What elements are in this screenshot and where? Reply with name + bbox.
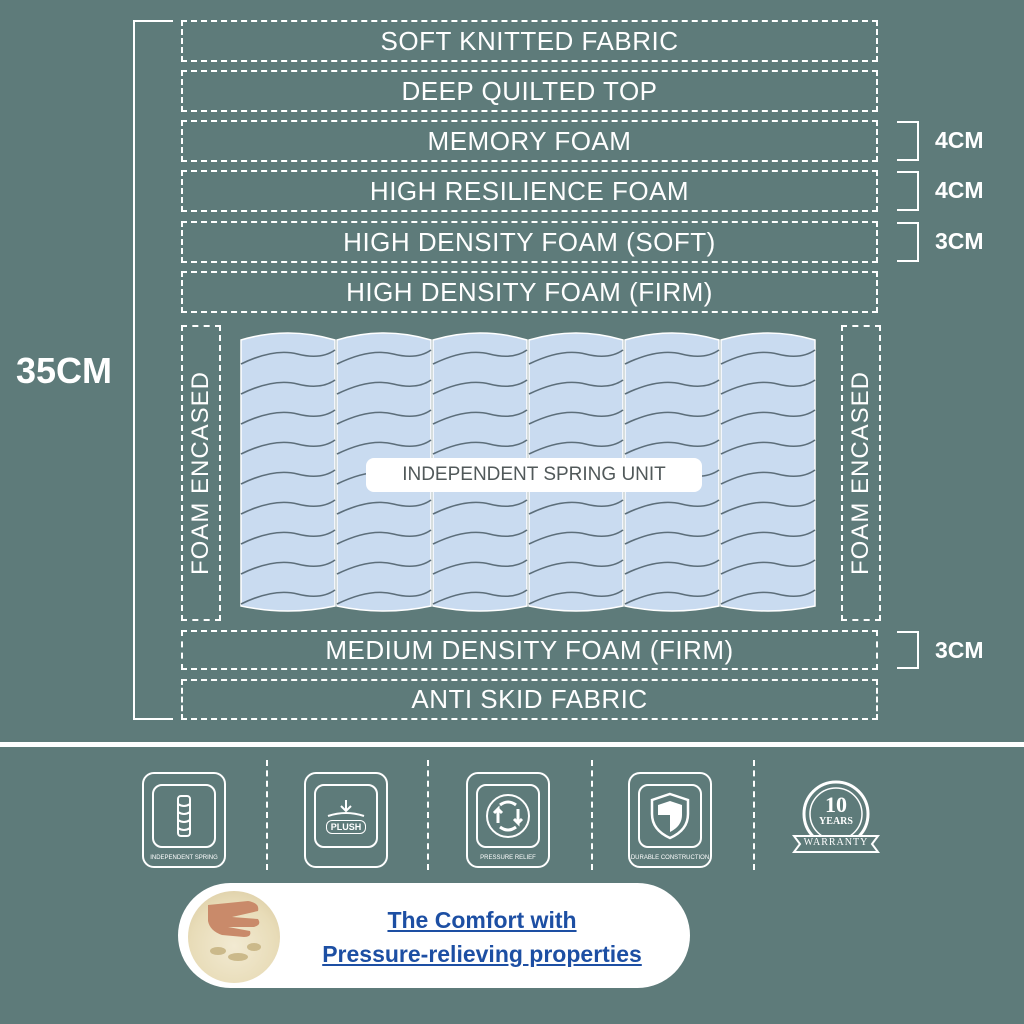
thickness-label: 4CM: [935, 177, 984, 203]
spring-icon: [152, 784, 216, 848]
feature-warranty: 10 YEARS WARRANTY: [792, 772, 880, 868]
layer-soft-knitted-fabric: SOFT KNITTED FABRIC: [181, 20, 878, 62]
thickness-bracket: [897, 171, 919, 211]
feature-separator: [266, 760, 268, 870]
tagline-text: The Comfort with Pressure-relieving prop…: [282, 903, 682, 971]
shield-icon: [638, 784, 702, 848]
section-divider: [0, 742, 1024, 747]
warranty-badge-icon: [792, 780, 880, 853]
feature-pressure-relief: PRESSURE RELIEF: [466, 772, 550, 868]
total-height-label: 35CM: [16, 350, 113, 391]
foam-encased-label: FOAM ENCASED: [187, 370, 214, 576]
total-height-bracket: [133, 20, 173, 720]
foam-encased-label: FOAM ENCASED: [847, 370, 874, 576]
layer-medium-density-foam-firm: MEDIUM DENSITY FOAM (FIRM): [181, 630, 878, 670]
spring-column: [240, 332, 336, 612]
feature-separator: [591, 760, 593, 870]
foam-encased-left: FOAM ENCASED: [181, 325, 221, 621]
pressure-relief-icon: [476, 784, 540, 848]
memory-foam-hand-image: [188, 891, 280, 983]
warranty-years: 10: [825, 792, 847, 817]
feature-durable-construction: DURABLE CONSTRUCTION: [628, 772, 712, 868]
feature-separator: [427, 760, 429, 870]
feature-separator: [753, 760, 755, 870]
plush-text: PLUSH: [325, 820, 367, 834]
thickness-label: 3CM: [935, 228, 984, 254]
spring-unit-label: INDEPENDENT SPRING UNIT: [366, 458, 702, 492]
layer-anti-skid-fabric: ANTI SKID FABRIC: [181, 679, 878, 720]
thickness-label: 3CM: [935, 637, 984, 663]
layer-high-density-foam-soft: HIGH DENSITY FOAM (SOFT): [181, 221, 878, 263]
layer-memory-foam: MEMORY FOAM: [181, 120, 878, 162]
tagline-line2: Pressure-relieving properties: [322, 941, 642, 967]
thickness-bracket: [897, 222, 919, 262]
layer-high-resilience-foam: HIGH RESILIENCE FOAM: [181, 170, 878, 212]
foam-encased-right: FOAM ENCASED: [841, 325, 881, 621]
feature-caption: PRESSURE RELIEF: [480, 855, 536, 861]
warranty-years-word: YEARS: [819, 816, 853, 827]
tagline-banner: The Comfort with Pressure-relieving prop…: [178, 883, 690, 988]
thickness-bracket: [897, 631, 919, 669]
layer-deep-quilted-top: DEEP QUILTED TOP: [181, 70, 878, 112]
feature-independent-spring: INDEPENDENT SPRING: [142, 772, 226, 868]
feature-caption: INDEPENDENT SPRING: [150, 855, 218, 861]
layer-high-density-foam-firm: HIGH DENSITY FOAM (FIRM): [181, 271, 878, 313]
warranty-ribbon: WARRANTY: [803, 837, 869, 848]
thickness-label: 4CM: [935, 127, 984, 153]
thickness-bracket: [897, 121, 919, 161]
feature-plush: PLUSH: [304, 772, 388, 868]
plush-icon: PLUSH: [314, 784, 378, 848]
tagline-line1: The Comfort with: [387, 907, 577, 933]
feature-caption: DURABLE CONSTRUCTION: [630, 855, 710, 861]
spring-column: [720, 332, 816, 612]
